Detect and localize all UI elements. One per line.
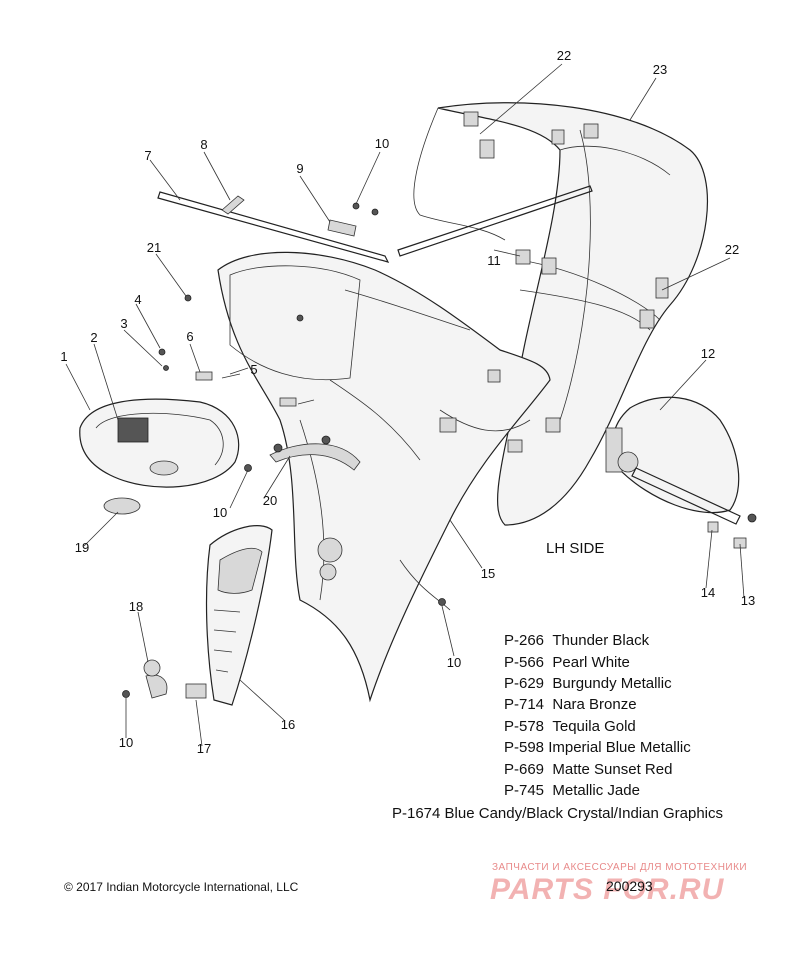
- callout-20: 20: [262, 493, 278, 508]
- paint-name: Burgundy Metallic: [552, 675, 672, 692]
- callout-7: 7: [144, 148, 152, 163]
- callout-10: 10: [374, 136, 390, 151]
- paint-row: P-578 Tequila Gold: [504, 718, 636, 735]
- leader-lines: [65, 63, 745, 747]
- callout-9: 9: [296, 161, 304, 176]
- paint-code: P-566: [504, 654, 545, 671]
- callout-11: 11: [487, 253, 501, 268]
- copyright-notice: © 2017 Indian Motorcycle International, …: [64, 880, 299, 894]
- paint-code: P-1674: [392, 805, 441, 822]
- callout-6: 6: [186, 329, 194, 344]
- callout-12: 12: [700, 346, 716, 361]
- callout-19: 19: [74, 540, 90, 555]
- callout-22: 22: [724, 242, 740, 257]
- callout-3: 3: [120, 316, 128, 331]
- callout-10: 10: [118, 735, 134, 750]
- cap-part: [103, 497, 141, 515]
- paint-name: Metallic Jade: [552, 782, 640, 799]
- callout-22: 22: [556, 48, 572, 63]
- paint-row: P-745 Metallic Jade: [504, 782, 640, 799]
- callout-10: 10: [446, 655, 462, 670]
- callout-17: 17: [196, 741, 212, 756]
- callout-8: 8: [200, 137, 208, 152]
- paint-code: P-714: [504, 696, 545, 713]
- mount-brackets: [221, 195, 379, 237]
- callout-4: 4: [134, 292, 142, 307]
- paint-row: P-566 Pearl White: [504, 654, 630, 671]
- screws: [122, 294, 446, 698]
- callout-1: 1: [60, 349, 68, 364]
- callout-18: 18: [128, 599, 144, 614]
- paint-row: P-629 Burgundy Metallic: [504, 675, 672, 692]
- paint-row: P-598 Imperial Blue Metallic: [504, 739, 691, 756]
- paint-name: Tequila Gold: [552, 718, 636, 735]
- watermark-logo: PARTS FOR.RU: [490, 873, 725, 906]
- paint-name: Matte Sunset Red: [552, 761, 673, 778]
- paint-code: P-629: [504, 675, 545, 692]
- callout-15: 15: [480, 566, 496, 581]
- paint-name: Pearl White: [552, 654, 630, 671]
- paint-name: Imperial Blue Metallic: [548, 739, 691, 756]
- paint-row: P-669 Matte Sunset Red: [504, 761, 672, 778]
- paint-code: P-745: [504, 782, 545, 799]
- inner-fairing-part: [217, 251, 561, 703]
- callout-23: 23: [652, 62, 668, 77]
- paint-name: Blue Candy/Black Crystal/Indian Graphics: [444, 805, 724, 822]
- paint-row: P-1674 Blue Candy/Black Crystal/Indian G…: [392, 805, 723, 822]
- mirror-part: [605, 396, 757, 549]
- paint-row: P-714 Nara Bronze: [504, 696, 637, 713]
- side-label: LH SIDE: [546, 540, 605, 557]
- paint-name: Thunder Black: [552, 632, 650, 649]
- paint-code: P-598: [504, 739, 545, 756]
- bracket-clips: [463, 111, 669, 329]
- speaker-bracket: [269, 435, 361, 471]
- callout-2: 2: [90, 330, 98, 345]
- instrument-cover: [79, 348, 240, 488]
- callout-5: 5: [250, 362, 258, 377]
- trim-strips: [157, 185, 593, 263]
- callout-10: 10: [212, 505, 228, 520]
- paint-row: P-266 Thunder Black: [504, 632, 649, 649]
- callout-21: 21: [146, 240, 162, 255]
- document-id: 200293: [606, 878, 653, 894]
- watermark-tagline: ЗАПЧАСТИ И АКСЕССУАРЫ ДЛЯ МОТОТЕХНИКИ: [492, 862, 748, 873]
- paint-code: P-266: [504, 632, 545, 649]
- vent-panel-part: [143, 525, 273, 706]
- callout-16: 16: [280, 717, 296, 732]
- paint-code: P-578: [504, 718, 545, 735]
- paint-code: P-669: [504, 761, 545, 778]
- callout-13: 13: [740, 593, 756, 608]
- callout-14: 14: [700, 585, 716, 600]
- paint-name: Nara Bronze: [552, 696, 637, 713]
